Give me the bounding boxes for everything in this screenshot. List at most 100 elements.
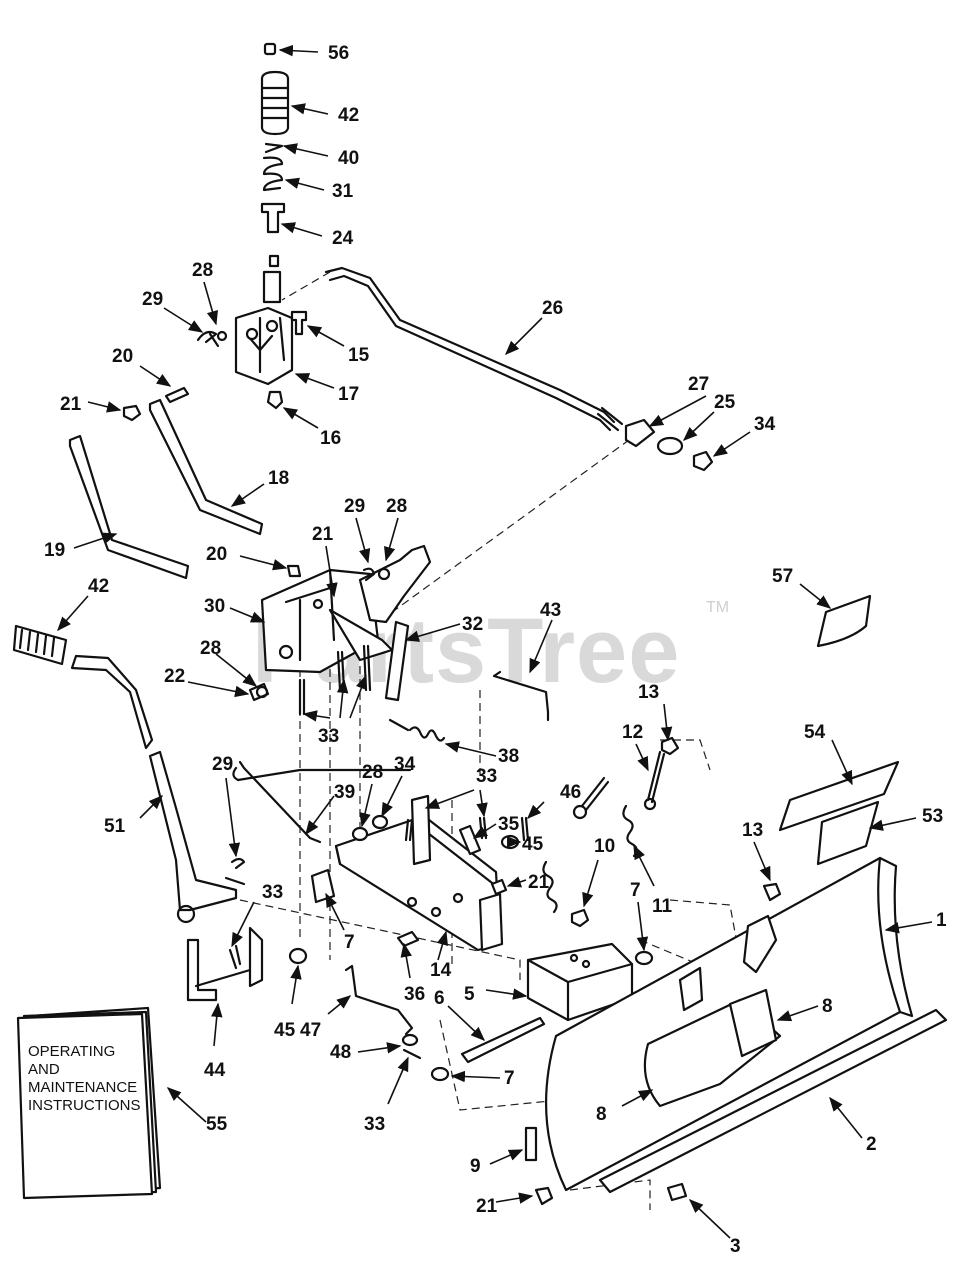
lower-linkage — [186, 868, 422, 1060]
manual-line-4: INSTRUCTIONS — [28, 1097, 141, 1114]
manual-line-2: AND — [28, 1061, 60, 1078]
callout-12: 12 — [622, 722, 643, 743]
callout-39: 39 — [334, 782, 355, 803]
callout-27: 27 — [688, 374, 709, 395]
callout-13-top: 13 — [638, 682, 659, 703]
bolt-36 — [396, 930, 420, 948]
callout-34-mid: 34 — [394, 754, 416, 775]
callout-28-top: 28 — [192, 260, 213, 281]
callout-6: 6 — [434, 988, 445, 1009]
spacer-25 — [656, 436, 684, 456]
spring-11b — [542, 860, 558, 914]
callout-36: 36 — [404, 984, 425, 1005]
clip-29c — [230, 857, 246, 870]
callout-10: 10 — [594, 836, 615, 857]
callout-3: 3 — [730, 1236, 741, 1257]
decals — [778, 594, 900, 866]
callout-11: 11 — [652, 896, 673, 917]
callout-47: 47 — [300, 1020, 321, 1041]
callout-33-bottom: 33 — [364, 1114, 385, 1135]
callout-40: 40 — [338, 148, 359, 169]
blade-1 — [524, 856, 948, 1206]
rod-47 — [344, 964, 414, 1036]
bolt-12 — [646, 750, 666, 804]
callout-54: 54 — [804, 722, 826, 743]
pin-46 — [520, 816, 530, 842]
callout-35: 35 — [498, 814, 520, 835]
rod-6 — [460, 1016, 546, 1064]
callout-29-left: 29 — [212, 754, 233, 775]
callout-33-right: 33 — [476, 766, 497, 787]
manual-line-1: OPERATING — [28, 1043, 115, 1060]
nut-13b — [762, 882, 782, 902]
callout-7-right: 7 — [630, 880, 641, 901]
callout-44: 44 — [204, 1060, 226, 1081]
callout-14: 14 — [430, 960, 452, 981]
bracket-30 — [248, 544, 432, 716]
callout-45-left: 45 — [274, 1020, 296, 1041]
knob-42 — [260, 70, 290, 136]
callout-42-top: 42 — [338, 105, 359, 126]
callout-8-right: 8 — [822, 996, 833, 1017]
cutting-edge-2 — [598, 1008, 948, 1194]
springs-and-rods — [232, 670, 550, 844]
spacer-34b — [371, 814, 389, 830]
pin-44 — [186, 938, 218, 1002]
spacer-7a — [310, 868, 336, 904]
callout-45-right: 45 — [522, 834, 544, 855]
callout-17: 17 — [338, 384, 359, 405]
clevis-27 — [624, 418, 656, 448]
watermark-tm: TM — [706, 599, 729, 616]
handle-51 — [12, 624, 246, 924]
callout-38: 38 — [498, 746, 519, 767]
pivot-assembly — [430, 736, 680, 1082]
nut-21c — [534, 1186, 554, 1206]
nut-21b — [490, 878, 508, 896]
callout-51: 51 — [104, 816, 126, 837]
decal-53 — [816, 800, 880, 866]
link-19 — [68, 434, 190, 580]
callout-15: 15 — [348, 345, 370, 366]
washer-45b — [500, 834, 520, 850]
callout-9: 9 — [470, 1156, 481, 1177]
bracket-8b — [728, 988, 778, 1058]
callout-19: 19 — [44, 540, 65, 561]
decal-54 — [778, 760, 900, 832]
callout-34-top: 34 — [754, 414, 776, 435]
nut-16 — [266, 390, 284, 410]
callout-1: 1 — [936, 910, 947, 931]
callout-16: 16 — [320, 428, 341, 449]
callout-5: 5 — [464, 984, 475, 1005]
control-knob-assembly — [196, 42, 308, 410]
nut-21 — [122, 404, 142, 422]
spacer-7b — [634, 950, 654, 966]
spring-31 — [262, 156, 284, 192]
part-32 — [384, 620, 410, 702]
bolt-9 — [524, 1126, 538, 1162]
callout-13-right: 13 — [742, 820, 763, 841]
rod-39 — [232, 760, 412, 844]
callout-18: 18 — [268, 468, 289, 489]
washer-45 — [288, 947, 308, 965]
rod-26 — [324, 266, 624, 432]
nut-34 — [692, 450, 714, 472]
callout-29-top: 29 — [142, 289, 163, 310]
callout-33-left: 33 — [262, 882, 283, 903]
callout-46: 46 — [560, 782, 581, 803]
callout-30: 30 — [204, 596, 225, 617]
callout-21-top: 21 — [60, 394, 82, 415]
link-18 — [148, 398, 264, 536]
callout-31: 31 — [332, 181, 354, 202]
rod-end-parts — [624, 418, 714, 472]
pin-33c — [402, 1048, 422, 1060]
washer-28b — [255, 685, 269, 699]
callout-20-top: 20 — [112, 346, 133, 367]
pin-40 — [264, 142, 284, 154]
nut-56 — [263, 42, 277, 56]
callout-7-mid: 7 — [344, 932, 355, 953]
decal-57 — [816, 594, 872, 648]
callout-26: 26 — [542, 298, 563, 319]
clip-29b — [362, 567, 376, 582]
callout-55: 55 — [206, 1114, 228, 1135]
